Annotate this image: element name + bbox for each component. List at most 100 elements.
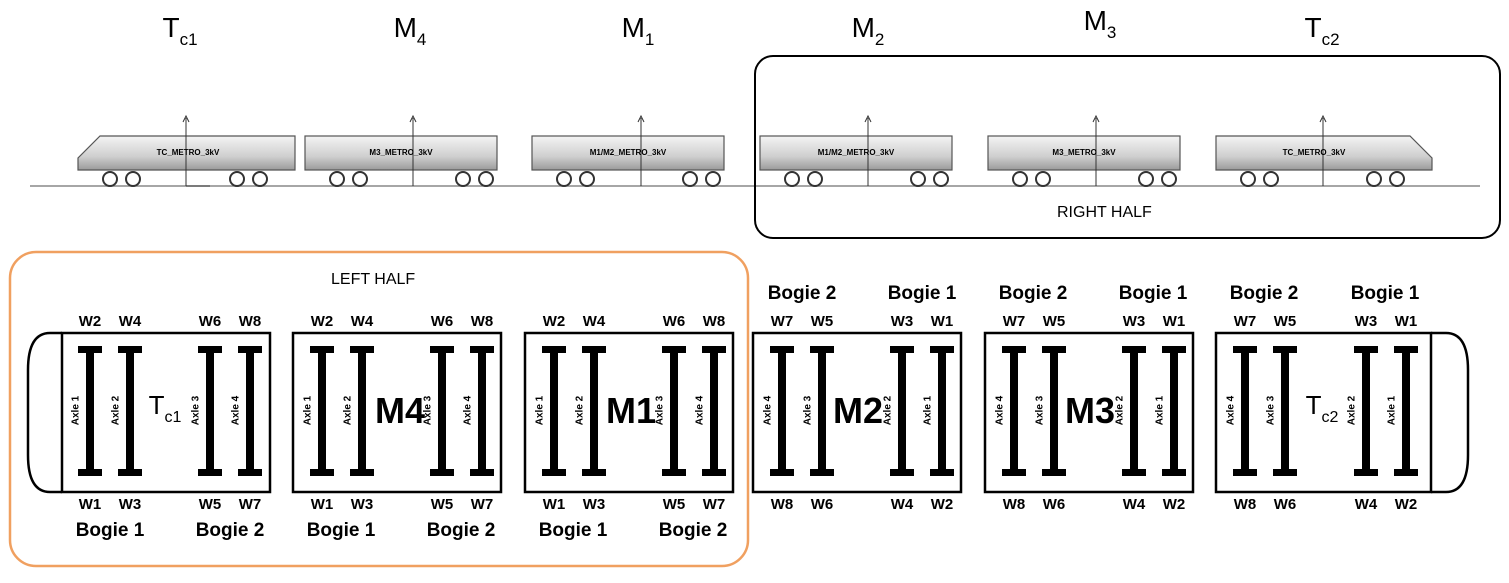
wheel-label: W5 bbox=[810, 313, 834, 330]
wheel-label: W5 bbox=[662, 496, 686, 513]
axle-label: Axle 1 bbox=[534, 395, 546, 426]
wheel-label: W7 bbox=[1233, 313, 1257, 330]
car-frame-4 bbox=[751, 331, 963, 494]
wheel-label: W2 bbox=[78, 313, 102, 330]
wheel-label: W5 bbox=[430, 496, 454, 513]
wheel-label: W6 bbox=[430, 313, 454, 330]
wheel-label: W7 bbox=[238, 496, 262, 513]
car-name-m4: M4 bbox=[374, 390, 425, 431]
train-model-name-6: TC_METRO_3kV bbox=[1282, 148, 1346, 157]
axle-label: Axle 4 bbox=[462, 395, 474, 426]
wheel-label: W5 bbox=[1273, 313, 1297, 330]
wheel-label: W3 bbox=[118, 496, 142, 513]
car-frame-6 bbox=[1214, 331, 1433, 494]
bogie-label: Bogie 1 bbox=[538, 520, 608, 541]
bogie-label: Bogie 1 bbox=[306, 520, 376, 541]
wheel-label: W3 bbox=[1122, 313, 1146, 330]
left-half-label: LEFT HALF bbox=[331, 271, 416, 288]
wheel-label: W4 bbox=[582, 313, 606, 330]
wheel-label: W1 bbox=[78, 496, 102, 513]
wheel-label: W6 bbox=[810, 496, 834, 513]
wheel-label: W2 bbox=[1394, 496, 1418, 513]
wheel-label: W5 bbox=[198, 496, 222, 513]
wheel-label: W5 bbox=[1042, 313, 1066, 330]
bogie-label: Bogie 2 bbox=[195, 520, 265, 541]
axle-label: Axle 2 bbox=[574, 395, 586, 426]
wheel-label: W6 bbox=[198, 313, 222, 330]
wheel-label: W8 bbox=[1233, 496, 1257, 513]
wheel-label: W7 bbox=[470, 496, 494, 513]
wheel-label: W1 bbox=[1162, 313, 1186, 330]
axle-label: Axle 3 bbox=[1265, 395, 1277, 426]
wheel-label: W8 bbox=[1002, 496, 1026, 513]
wheel-label: W1 bbox=[542, 496, 566, 513]
coordinate-axes bbox=[182, 114, 1327, 187]
bogie-label: Bogie 1 bbox=[75, 520, 145, 541]
axle-label: Axle 1 bbox=[302, 395, 314, 426]
wheel-label: W3 bbox=[582, 496, 606, 513]
car-name-m3: M3 bbox=[1064, 390, 1115, 431]
bogie-label: Bogie 2 bbox=[767, 283, 837, 304]
train-car-body-4 bbox=[759, 135, 953, 171]
car-frame-5 bbox=[983, 331, 1195, 494]
train-model-name-2: M3_METRO_3kV bbox=[369, 148, 433, 157]
train-model-name-1: TC_METRO_3kV bbox=[156, 148, 220, 157]
axle-label: Axle 2 bbox=[342, 395, 354, 426]
car-label-tc1: Tc1 bbox=[162, 12, 198, 49]
bogie-label: Bogie 2 bbox=[1229, 283, 1299, 304]
bogie-label: Bogie 1 bbox=[1118, 283, 1188, 304]
wheel-label: W8 bbox=[238, 313, 262, 330]
train-car-body-6 bbox=[1215, 135, 1433, 171]
right-half-label: RIGHT HALF bbox=[1057, 204, 1152, 221]
train-car-body-2 bbox=[304, 135, 498, 171]
wheel-label: W8 bbox=[770, 496, 794, 513]
axle-label: Axle 3 bbox=[1034, 395, 1046, 426]
car-label-m4: M4 bbox=[393, 12, 427, 49]
bogie-label: Bogie 2 bbox=[658, 520, 728, 541]
wheel-label: W4 bbox=[1354, 496, 1378, 513]
wheel-label: W2 bbox=[542, 313, 566, 330]
train-model-name-4: M1/M2_METRO_3kV bbox=[817, 148, 895, 157]
bogie-label: Bogie 1 bbox=[1350, 283, 1420, 304]
wheel-label: W8 bbox=[470, 313, 494, 330]
car-frame-1 bbox=[60, 331, 272, 494]
axle-label: Axle 4 bbox=[762, 395, 774, 426]
wheel-label: W1 bbox=[310, 496, 334, 513]
axle-label: Axle 2 bbox=[110, 395, 122, 426]
wheel-label: W6 bbox=[662, 313, 686, 330]
wheel-label: W7 bbox=[1002, 313, 1026, 330]
car-label-tc2: Tc2 bbox=[1304, 12, 1340, 49]
car-frame-3 bbox=[523, 331, 735, 494]
wheel-label: W6 bbox=[1042, 496, 1066, 513]
wheel-label: W3 bbox=[350, 496, 374, 513]
wheel-label: W4 bbox=[350, 313, 374, 330]
axle-label: Axle 3 bbox=[802, 395, 814, 426]
car-label-m3: M3 bbox=[1083, 5, 1117, 42]
train-model-name-3: M1/M2_METRO_3kV bbox=[589, 148, 667, 157]
wheel-label: W2 bbox=[1162, 496, 1186, 513]
axle-label: Axle 4 bbox=[1225, 395, 1237, 426]
car-label-m1: M1 bbox=[621, 12, 655, 49]
wheel-label: W4 bbox=[118, 313, 142, 330]
wheel-label: W1 bbox=[930, 313, 954, 330]
right-half-box bbox=[754, 55, 1501, 239]
bogie-label: Bogie 2 bbox=[426, 520, 496, 541]
wheel-label: W6 bbox=[1273, 496, 1297, 513]
nose-left bbox=[26, 331, 62, 494]
train-car-body-3 bbox=[531, 135, 725, 171]
bogie-label: Bogie 1 bbox=[887, 283, 957, 304]
wheel-label: W7 bbox=[702, 496, 726, 513]
car-name-m2: M2 bbox=[832, 390, 883, 431]
wheel-label: W2 bbox=[310, 313, 334, 330]
wheel-label: W3 bbox=[890, 313, 914, 330]
axle-label: Axle 1 bbox=[1386, 395, 1398, 426]
wheel-label: W4 bbox=[890, 496, 914, 513]
axle-label: Axle 1 bbox=[70, 395, 82, 426]
wheel-label: W7 bbox=[770, 313, 794, 330]
wheel-label: W8 bbox=[702, 313, 726, 330]
train-car-body-5 bbox=[987, 135, 1181, 171]
car-name-m1: M1 bbox=[605, 390, 656, 431]
bogie-label: Bogie 2 bbox=[998, 283, 1068, 304]
car-name-tc1: Tc1 bbox=[148, 390, 182, 426]
